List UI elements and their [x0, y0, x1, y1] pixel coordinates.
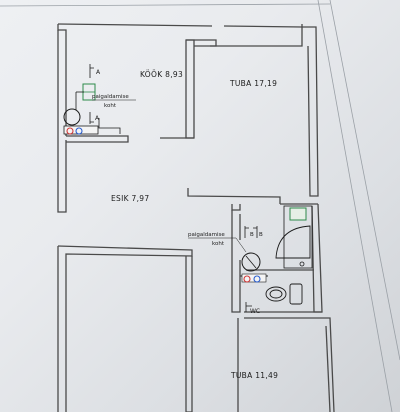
room-label-tuba-bottom: TUBA 11,49: [230, 371, 278, 380]
section-marks-b: [244, 226, 258, 238]
section-a-top-label: A: [96, 69, 101, 76]
room-label-wc: WC: [250, 308, 260, 315]
toilet: [265, 283, 303, 305]
bath-cold-pipe: [253, 275, 261, 283]
wall-bottom-room-left: [185, 256, 193, 412]
room-label-esik: ESIK 7,97: [111, 194, 149, 203]
outer-wall-left: [57, 30, 67, 213]
shower: [275, 205, 313, 269]
wall-hall-lower: [57, 245, 193, 412]
section-marks-a: [89, 64, 94, 124]
wall-kitchen-bottom: [66, 135, 129, 143]
kitchen-install-circle: [63, 108, 81, 126]
section-a-bottom-label: A: [95, 115, 100, 122]
outer-wall-right: [302, 26, 319, 197]
bath-install-label-2: koht: [212, 241, 225, 247]
wall-kitchen-room: [185, 39, 195, 139]
wall-room-bath: [187, 188, 281, 204]
bath-install-label-1: paigaldamise: [188, 232, 225, 238]
room-label-kook: KÖÖK 8,93: [140, 70, 183, 79]
kitchen-install-label-2: koht: [104, 103, 117, 109]
section-b-left-label: B: [250, 232, 254, 238]
bath-hot-pipe: [243, 275, 251, 283]
section-b-right-label: B: [259, 232, 263, 238]
room-label-tuba-top: TUBA 17,19: [229, 79, 277, 88]
kitchen-fixture: [63, 83, 121, 135]
outer-wall-right-lower: [322, 317, 335, 412]
wall-bath-right: [311, 203, 323, 313]
wall-wc-bottom: [244, 311, 322, 319]
bath-install-circle: [241, 252, 261, 272]
kitchen-install-label-1: paigaldamise: [92, 94, 129, 100]
kitchen-cold-pipe: [75, 127, 83, 135]
wall-bath-left: [231, 210, 241, 313]
outer-wall-top: [57, 23, 303, 42]
bath-install: [241, 252, 267, 283]
kitchen-hot-pipe: [66, 127, 74, 135]
